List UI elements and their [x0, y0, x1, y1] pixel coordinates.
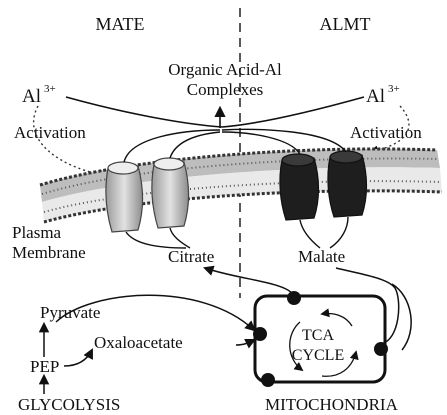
mito-node-top [287, 291, 301, 305]
left-al-charge: 3+ [44, 83, 56, 95]
right-al-charge: 3+ [388, 83, 400, 95]
mito-node-right [374, 342, 388, 356]
citrate-to-mate-2 [170, 228, 190, 248]
oxaloacetate-label: Oxaloacetate [94, 333, 183, 352]
complexes-label-line2: Complexes [187, 80, 264, 99]
tca-label-line2: CYCLE [292, 347, 344, 364]
plasma-membrane-label-line1: Plasma [12, 223, 62, 242]
malate-label: Malate [298, 247, 345, 266]
right-al-base: Al [366, 86, 385, 107]
mate-transporter-1 [106, 162, 143, 232]
plasma-membrane-label-line2: Membrane [12, 243, 86, 262]
left-al-base: Al [22, 86, 41, 107]
mito-node-left [253, 327, 267, 341]
plasma-membrane-bilayer [40, 149, 442, 222]
mito-node-bottom [261, 373, 275, 387]
mate-efflux-curve-2 [170, 132, 220, 158]
glycolysis-label: GLYCOLYSIS [18, 395, 120, 414]
left-al-ion-label: Al 3+ [22, 83, 56, 107]
tca-arrow-top [322, 314, 352, 327]
oxaloacetate-to-mito-arrow [236, 340, 254, 345]
tca-label-line1: TCA [302, 327, 334, 344]
citrate-label: Citrate [168, 247, 214, 266]
mito-to-citrate-arrow [205, 268, 294, 296]
left-al-curve [66, 97, 222, 127]
citrate-to-mate-1 [126, 232, 186, 248]
almt-transporter-1 [280, 154, 319, 220]
mate-header: MATE [96, 14, 145, 34]
almt-header: ALMT [320, 14, 371, 34]
pep-to-oxaloacetate-arrow [64, 350, 92, 366]
almt-transporter-2 [328, 151, 367, 217]
malate-recycle-line [392, 284, 411, 350]
right-activation-label: Activation [350, 123, 422, 142]
left-activation-label: Activation [14, 123, 86, 142]
pep-label: PEP [30, 357, 59, 376]
malate-to-almt-1 [300, 220, 320, 248]
mate-transporter-2 [152, 158, 189, 228]
right-al-curve [222, 97, 364, 127]
complexes-label-line1: Organic Acid-Al [168, 60, 282, 79]
mitochondria-label: MITOCHONDRIA [265, 395, 399, 414]
right-al-ion-label: Al 3+ [366, 83, 400, 107]
mito-to-malate-line [336, 268, 399, 344]
malate-to-almt-2 [330, 217, 348, 248]
